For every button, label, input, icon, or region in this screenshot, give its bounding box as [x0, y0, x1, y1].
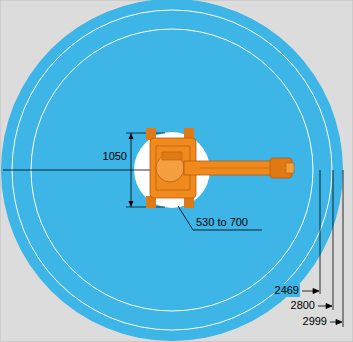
- robot-arm-detail: [200, 168, 270, 169]
- robot-top-view: [146, 128, 294, 208]
- dimension-line: [131, 133, 132, 207]
- radius-value: 2469: [274, 284, 300, 297]
- dimension-line: [343, 170, 344, 327]
- extension-line: [126, 207, 165, 208]
- robot-arm: [184, 161, 280, 175]
- dimension-value: 1050: [102, 150, 128, 163]
- dimension-line: [320, 170, 321, 294]
- leader-line: [178, 206, 262, 230]
- dimension-line: [333, 170, 334, 310]
- robot-motor: [162, 152, 182, 160]
- dimension-arrows: [129, 133, 134, 207]
- radius-value: 2999: [302, 315, 328, 328]
- dimension-note: 530 to 700: [195, 216, 249, 229]
- work-range-area: [1, 0, 343, 341]
- extension-line: [126, 133, 165, 134]
- radius-line: [3, 170, 150, 171]
- robot-tool-flange: [286, 163, 294, 173]
- radius-value: 2800: [290, 299, 316, 312]
